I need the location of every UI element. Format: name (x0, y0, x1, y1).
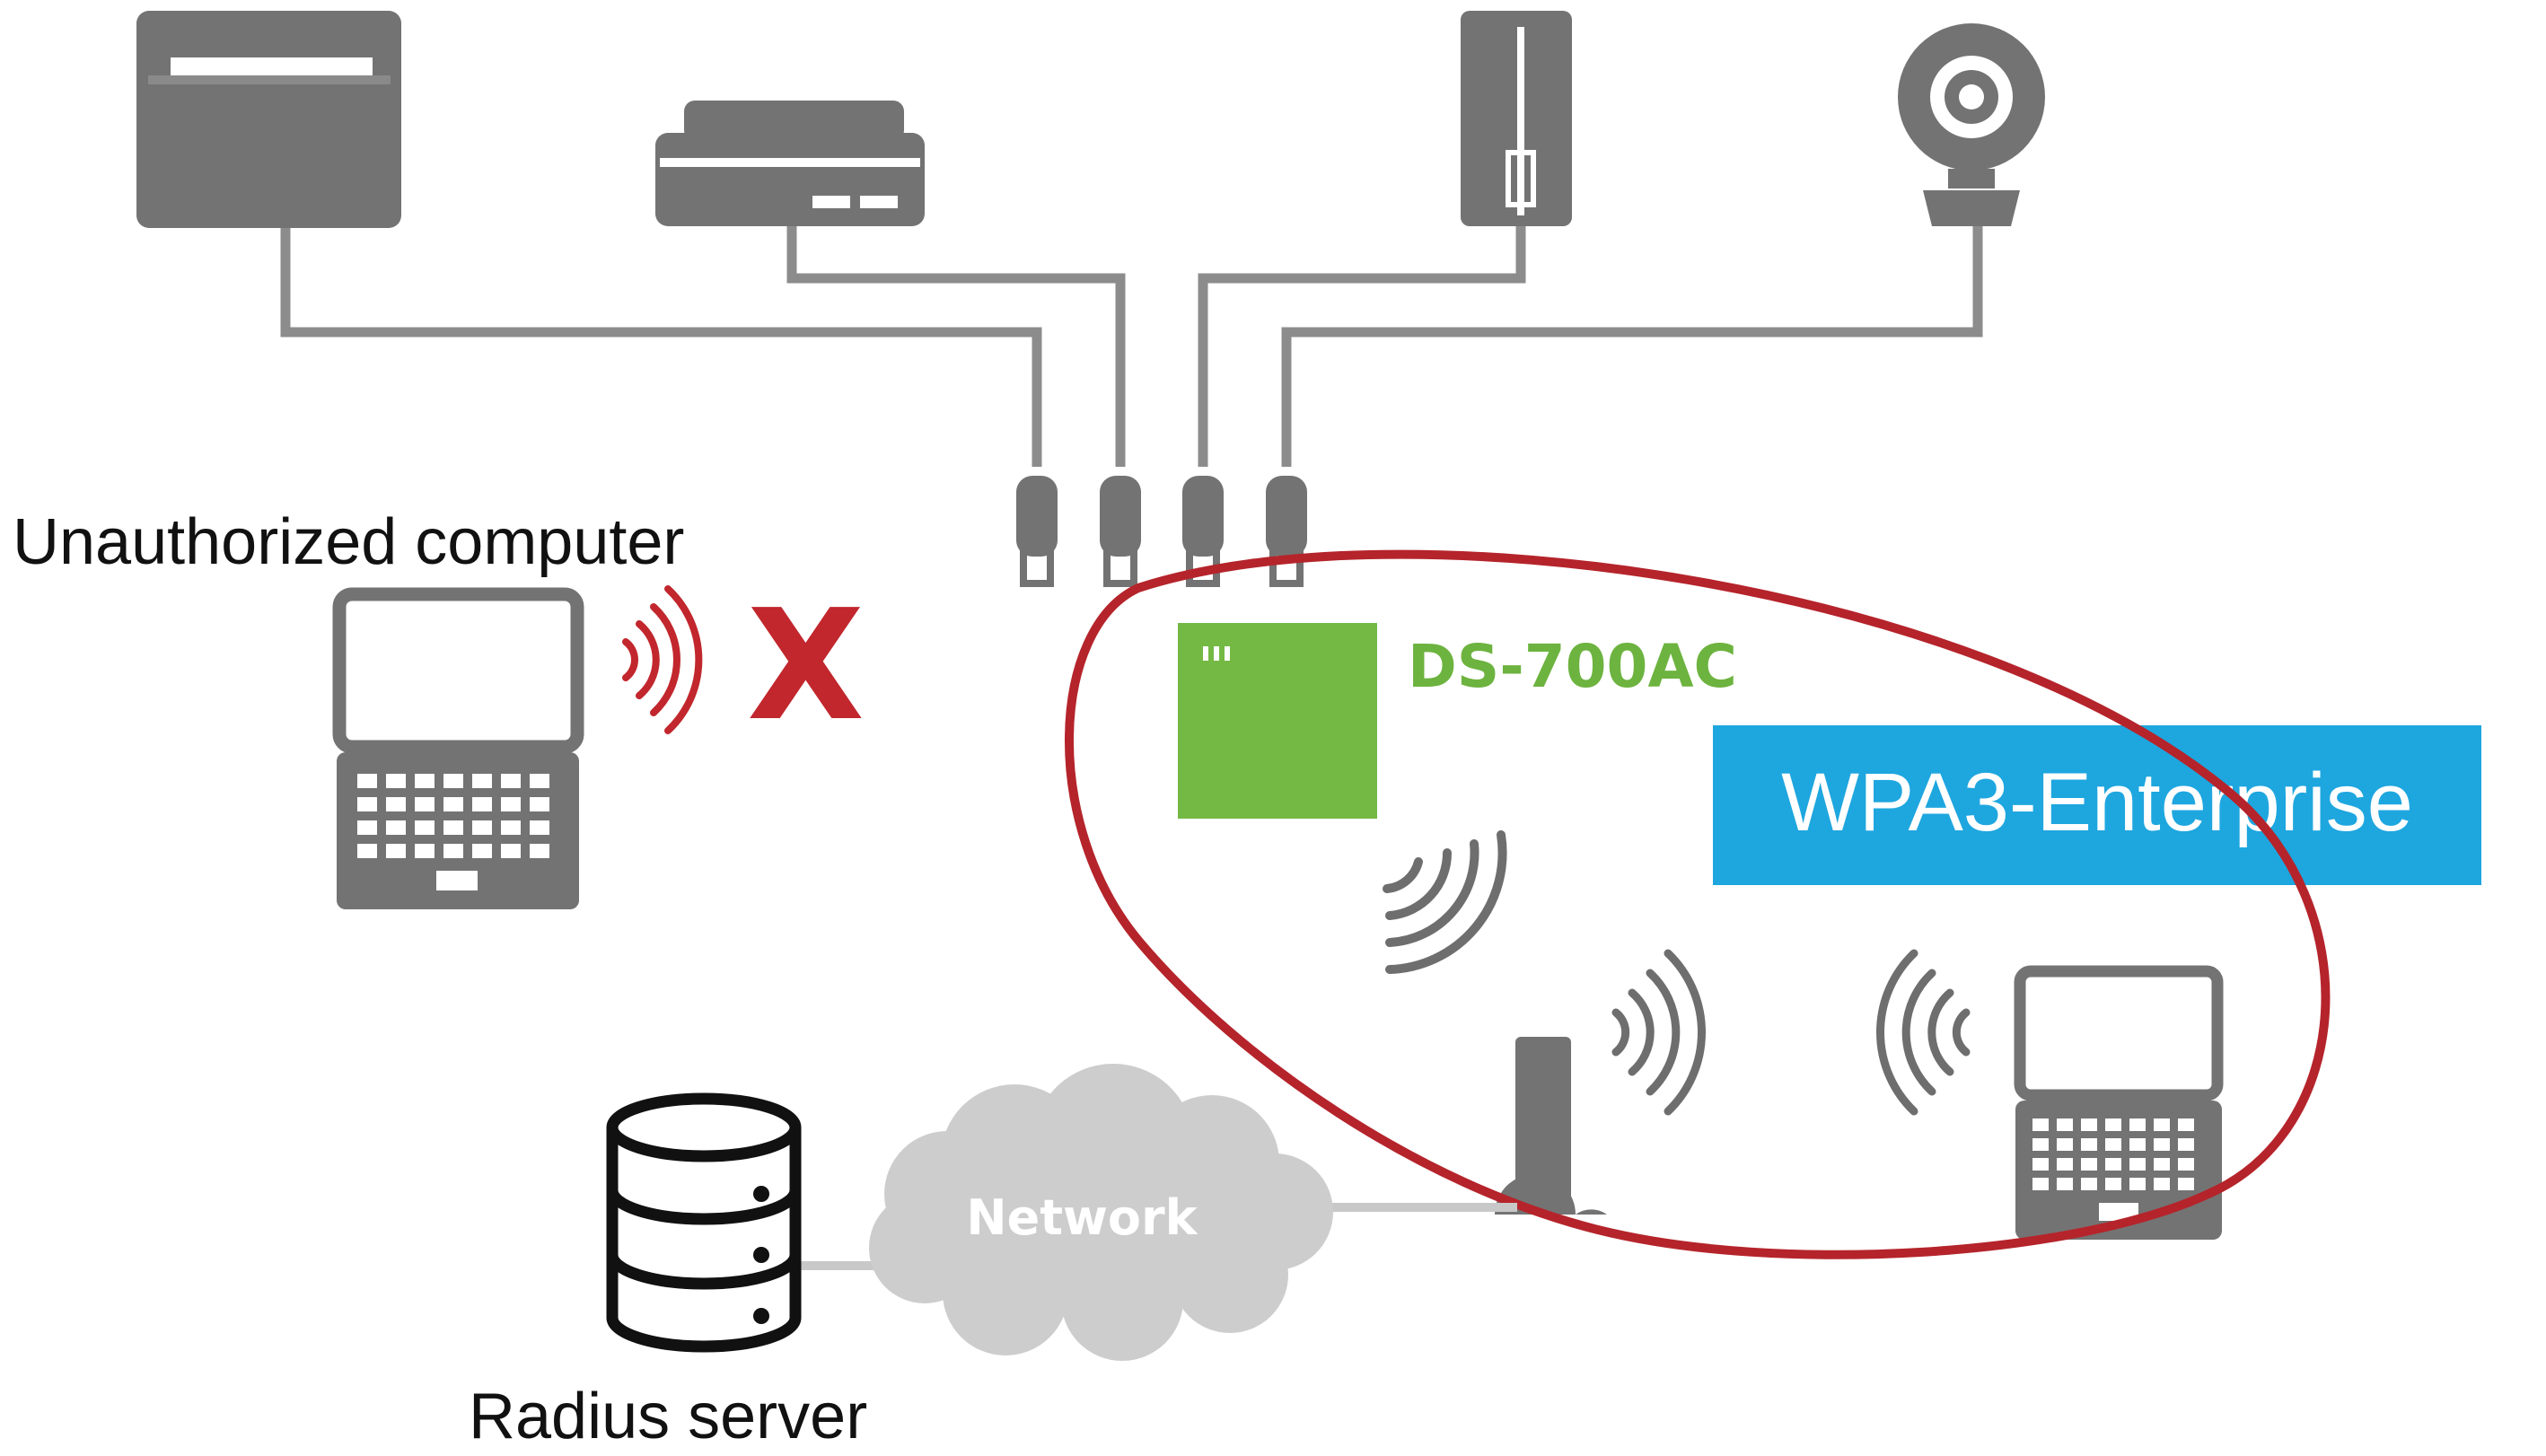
secure-zone-ring (1065, 549, 2331, 1259)
usb-cables (280, 224, 1983, 467)
database-server-icon (606, 1092, 802, 1353)
cable-webcam (1281, 224, 1983, 467)
storage-icon (1461, 11, 1572, 226)
usb-plug-1 (1016, 476, 1058, 587)
unauthorized-computer-label: Unauthorized computer (13, 506, 684, 578)
ds-700ac-device (1178, 623, 1377, 819)
device-signal-icon (1383, 830, 1507, 974)
laptop-signal-icon (1876, 949, 1971, 1116)
denied-x-mark: X (747, 577, 865, 755)
cable-scanner (786, 224, 1126, 467)
wpa3-enterprise-banner: WPA3-Enterprise (1713, 725, 2481, 885)
scanner-icon (655, 101, 925, 226)
server-status-dots (753, 1186, 769, 1324)
unauthorized-laptop-icon (332, 587, 584, 909)
usb-plugs (1016, 476, 1307, 587)
webcam-icon (1898, 23, 2045, 226)
device-model-label: DS-700AC (1408, 632, 1737, 701)
printer-icon (136, 11, 401, 228)
security-mode-label: WPA3-Enterprise (1781, 757, 2413, 848)
unauthorized-signal-icon (622, 585, 703, 734)
laptop-keyboard (357, 774, 549, 890)
cable-storage (1198, 224, 1526, 467)
radius-server-label: Radius server (469, 1381, 867, 1452)
usb-plug-2 (1100, 476, 1141, 587)
usb-plug-4 (1266, 476, 1307, 587)
cloud-icon (869, 1064, 1333, 1361)
cable-printer (280, 224, 1042, 467)
access-point-icon (1495, 1037, 1607, 1215)
laptop-keyboard (2032, 1118, 2194, 1221)
authorized-laptop-icon (2014, 965, 2224, 1240)
ap-signal-icon (1611, 949, 1706, 1116)
network-label: Network (966, 1189, 1198, 1246)
